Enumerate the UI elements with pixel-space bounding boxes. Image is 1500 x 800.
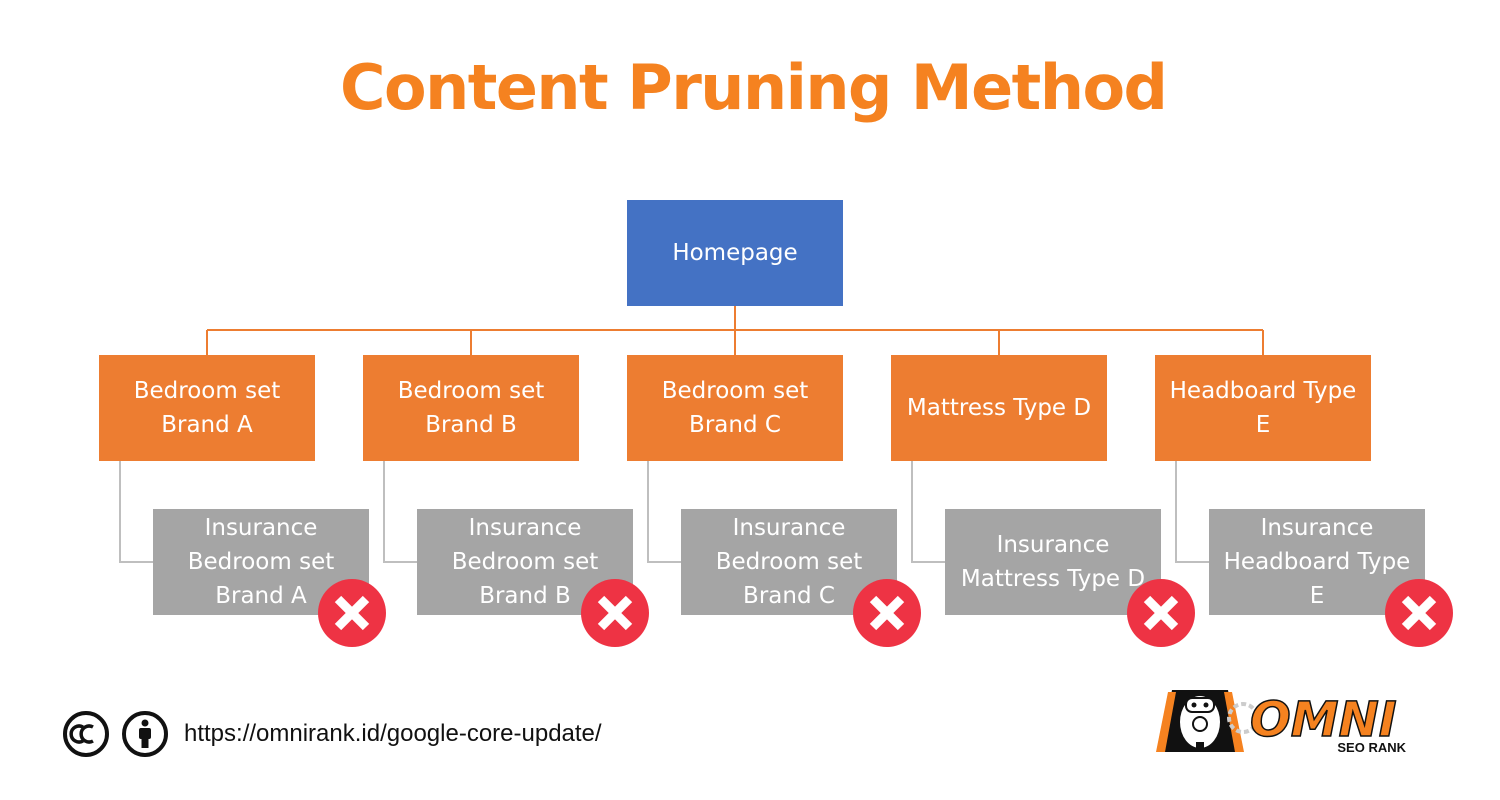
reject-x-icon: [853, 579, 921, 647]
reject-x-icon: [318, 579, 386, 647]
robot-mascot-icon: [1156, 690, 1259, 752]
attribution-icon: [122, 711, 168, 757]
child-connector-5: [1175, 461, 1209, 563]
logo-wordmark: OMNI: [1250, 692, 1397, 748]
category-node-4: Mattress Type D: [891, 355, 1107, 461]
insurance-node-4: Insurance Mattress Type D: [945, 509, 1161, 615]
homepage-node: Homepage: [627, 200, 843, 306]
child-connector-3: [647, 461, 681, 563]
cc-icon: [63, 711, 109, 757]
child-connector-1: [119, 461, 153, 563]
category-node-3: Bedroom set Brand C: [627, 355, 843, 461]
category-node-2: Bedroom set Brand B: [363, 355, 579, 461]
child-connector-4: [911, 461, 945, 563]
insurance-node-1: Insurance Bedroom set Brand A: [153, 509, 369, 615]
category-node-1: Bedroom set Brand A: [99, 355, 315, 461]
child-connector-2: [383, 461, 417, 563]
license-icons: [63, 711, 168, 757]
omni-seo-rank-logo: OMNI SEO RANK: [1156, 690, 1407, 755]
page-title: Content Pruning Method: [340, 51, 1168, 124]
logo-tagline: SEO RANK: [1337, 740, 1406, 755]
reject-x-icon: [581, 579, 649, 647]
category-node-5: Headboard Type E: [1155, 355, 1371, 461]
reject-x-icon: [1127, 579, 1195, 647]
source-url[interactable]: https://omnirank.id/google-core-update/: [184, 720, 602, 747]
reject-x-icon: [1385, 579, 1453, 647]
